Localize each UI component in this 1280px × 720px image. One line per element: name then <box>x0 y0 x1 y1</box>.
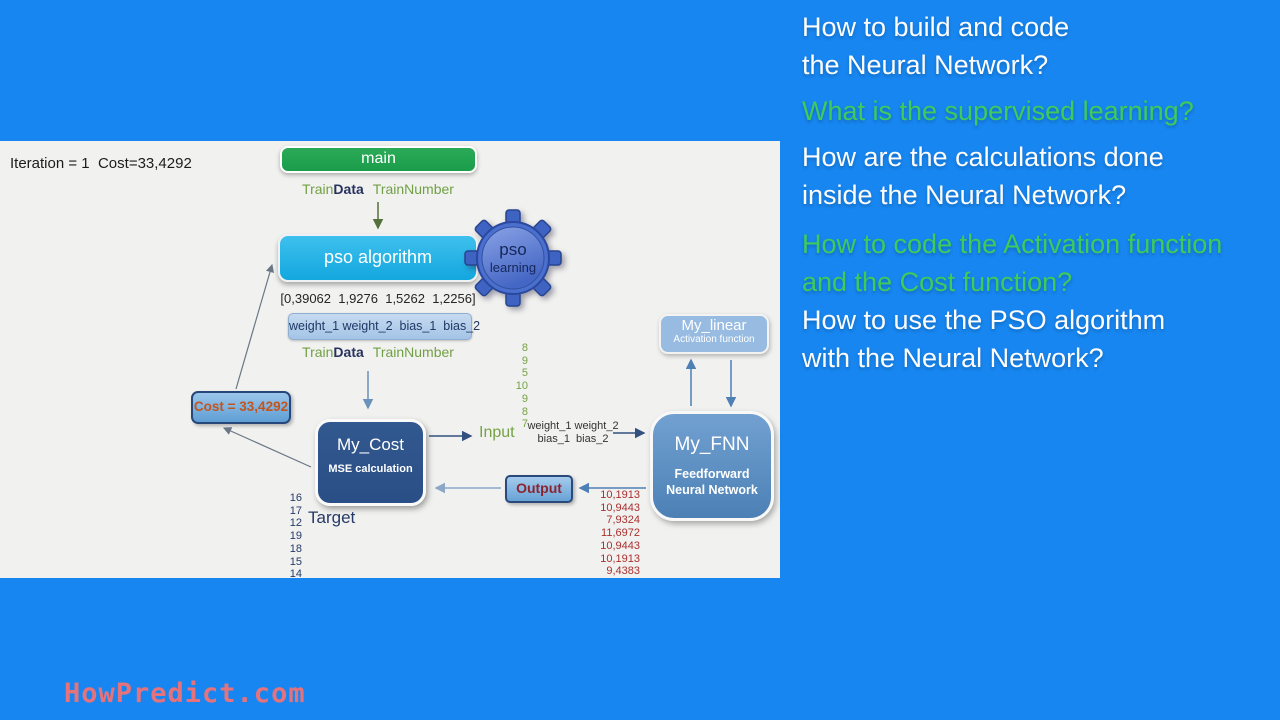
question-build-code: How to build and code the Neural Network… <box>802 12 1070 80</box>
watermark-howpredict: HowPredict.com <box>64 678 306 709</box>
my-linear-subtitle: Activation function <box>673 334 755 345</box>
particle-vector-label: [0,39062 1,9276 1,5262 1,2256] <box>280 291 476 306</box>
output-value: 7,9324 <box>606 514 640 527</box>
output-badge: Output <box>505 475 573 503</box>
my-cost-title: My_Cost <box>336 435 405 454</box>
my-fnn-title: My_FNN <box>674 434 750 455</box>
fnn-weights-label: weight_1 weight_2 bias_1 bias_2 <box>519 420 627 445</box>
input-value: 5 <box>521 367 528 380</box>
my-fnn-node: My_FNN Feedforward Neural Network <box>650 411 774 521</box>
question-supervised-learning: What is the supervised learning? <box>802 96 1194 126</box>
train-word: Train <box>302 181 334 197</box>
my-linear-title: My_linear <box>681 317 747 334</box>
input-value: 9 <box>521 354 528 367</box>
question-pso-usage: How to use the PSO algorithm with the Ne… <box>802 305 1166 373</box>
fnn-weights-line1: weight_1 weight_2 <box>527 420 619 432</box>
output-value: 10,1913 <box>600 489 640 501</box>
train-params-label-top: TrainData TrainNumber <box>268 181 488 197</box>
main-node: main <box>280 146 477 173</box>
input-value: 8 <box>521 405 528 418</box>
question-activation-cost: How to code the Activation function and … <box>802 229 1223 297</box>
train-params-label-bottom: TrainData TrainNumber <box>268 344 488 360</box>
fnn-weights-line2: bias_1 bias_2 <box>537 432 609 445</box>
input-value: 8 <box>521 342 528 354</box>
my-linear-node: My_linear Activation function <box>659 314 769 354</box>
target-value: 18 <box>289 542 302 555</box>
train-word: Train <box>302 344 334 360</box>
input-label: Input <box>479 424 515 441</box>
output-values-column: 10,1913 10,9443 7,9324 11,6972 10,9443 1… <box>578 489 640 578</box>
input-value: 10 <box>515 380 528 393</box>
output-value: 11,6972 <box>601 527 640 540</box>
cost-value-badge: Cost = 33,4292 <box>191 391 291 424</box>
my-cost-node: My_Cost MSE calculation <box>315 419 426 506</box>
data-word: Data <box>333 181 364 197</box>
output-value: 10,9443 <box>600 501 640 514</box>
gear-text-pso: pso <box>499 240 526 259</box>
output-value: 10,1913 <box>600 552 640 565</box>
iteration-cost-label: Iteration = 1 Cost=33,4292 <box>10 155 192 172</box>
my-fnn-subtitle: Feedforward Neural Network <box>666 467 758 497</box>
trainnumber-word: TrainNumber <box>372 344 454 360</box>
target-value: 12 <box>289 517 302 530</box>
target-label: Target <box>308 508 356 527</box>
question-list: How to build and code the Neural Network… <box>802 8 1280 377</box>
target-value: 17 <box>289 504 302 517</box>
input-value: 7 <box>521 418 528 431</box>
input-values-column: 8 9 5 10 9 8 7 <box>498 342 528 431</box>
my-cost-subtitle: MSE calculation <box>328 463 413 475</box>
data-word: Data <box>333 344 364 360</box>
target-value: 14 <box>289 568 302 581</box>
trainnumber-word: TrainNumber <box>372 181 454 197</box>
pso-learning-gear-icon: pso learning <box>464 209 562 307</box>
target-values-column: 16 17 12 19 18 15 14 <box>274 492 302 581</box>
gear-text-learning: learning <box>490 260 536 275</box>
target-value: 19 <box>289 530 302 543</box>
output-value: 10,9443 <box>600 539 640 552</box>
input-value: 9 <box>521 392 528 405</box>
pso-algorithm-node: pso algorithm <box>278 234 478 282</box>
question-calculations: How are the calculations done inside the… <box>802 142 1164 210</box>
target-value: 16 <box>289 492 302 504</box>
output-value: 9,4383 <box>606 565 640 578</box>
weights-bias-box: weight_1 weight_2 bias_1 bias_2 <box>288 313 480 340</box>
target-value: 15 <box>289 555 302 568</box>
